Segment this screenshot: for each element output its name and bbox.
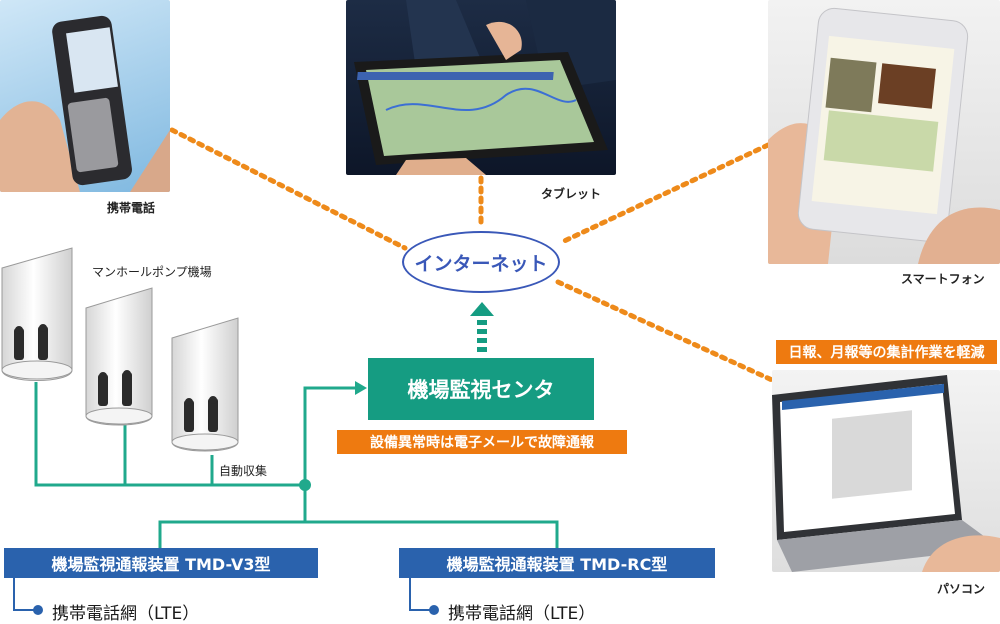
link-mobile-phone bbox=[169, 127, 408, 251]
monitor-center-box: 機場監視センタ bbox=[368, 358, 594, 420]
alert-email-badge: 設備異常時は電子メールで故障通報 bbox=[337, 430, 627, 454]
link-pc bbox=[555, 279, 775, 383]
smartphone-caption: スマートフォン bbox=[901, 272, 985, 286]
network-dot-v3 bbox=[33, 605, 43, 615]
link-smartphone bbox=[557, 142, 771, 246]
report-work-badge: 日報、月報等の集計作業を軽減 bbox=[776, 340, 997, 364]
manhole-pump-stations bbox=[1, 247, 239, 452]
collection-wires bbox=[34, 382, 559, 548]
network-rc-label: 携帯電話網（LTE） bbox=[448, 604, 596, 624]
auto-collect-label: 自動収集 bbox=[219, 464, 268, 478]
report-work-label: 日報、月報等の集計作業を軽減 bbox=[788, 345, 985, 361]
wire-junction bbox=[299, 479, 311, 491]
monitor-center-label: 機場監視センタ bbox=[407, 378, 555, 402]
tablet-caption: タブレット bbox=[541, 187, 602, 201]
pump-station-1 bbox=[1, 247, 73, 381]
pc-photo bbox=[772, 370, 1000, 572]
mobile-phone-photo bbox=[0, 0, 170, 192]
mobile-phone-caption: 携帯電話 bbox=[107, 201, 156, 215]
internet-label: インターネット bbox=[414, 252, 548, 275]
internet-node: インターネット bbox=[402, 231, 560, 293]
tablet-photo bbox=[346, 0, 616, 175]
network-dot-rc bbox=[429, 605, 439, 615]
pc-caption: パソコン bbox=[937, 582, 986, 596]
device-v3-label: 機場監視通報装置 TMD-V3型 bbox=[51, 555, 271, 574]
uplink-arrow bbox=[470, 302, 494, 352]
internet-links bbox=[169, 127, 775, 383]
network-v3-label: 携帯電話網（LTE） bbox=[52, 604, 200, 624]
device-rc-box: 機場監視通報装置 TMD-RC型 bbox=[399, 548, 715, 578]
smartphone-photo bbox=[768, 0, 1000, 264]
wire-arrowhead bbox=[355, 381, 367, 395]
pump-station-3 bbox=[171, 317, 239, 452]
manhole-station-label: マンホールポンプ機場 bbox=[92, 265, 212, 279]
device-v3-box: 機場監視通報装置 TMD-V3型 bbox=[4, 548, 318, 578]
pump-station-2 bbox=[85, 287, 153, 426]
network-wires bbox=[13, 578, 430, 611]
device-rc-label: 機場監視通報装置 TMD-RC型 bbox=[446, 555, 668, 574]
alert-email-label: 設備異常時は電子メールで故障通報 bbox=[370, 435, 594, 451]
